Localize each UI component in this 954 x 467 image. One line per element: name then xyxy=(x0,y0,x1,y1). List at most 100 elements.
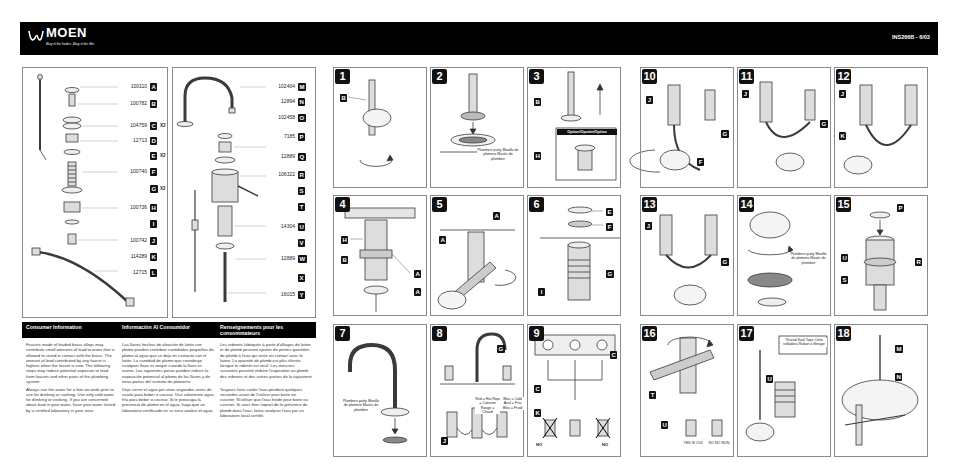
step-illustration xyxy=(842,335,918,445)
option-heading: Option/Opción/Option xyxy=(557,129,617,135)
part-number: 12889 xyxy=(269,256,295,262)
step-number: 12 xyxy=(836,69,851,84)
step-number: 1 xyxy=(335,69,350,84)
callout-letter: K xyxy=(534,409,541,417)
part-number: 16015 xyxy=(269,292,295,298)
result-mark: NO xyxy=(536,443,542,448)
part-number: 102458 xyxy=(269,115,295,121)
step-number: 15 xyxy=(836,197,851,212)
callout-letter: H xyxy=(150,204,157,212)
callout-letter: J xyxy=(742,90,749,98)
part-number: 12894 xyxy=(269,99,295,105)
step-number: 3 xyxy=(529,69,544,84)
section-heading: Renseignements pour les consommateurs xyxy=(220,324,314,336)
step-panel: 5AA xyxy=(430,195,524,316)
step-panel: 9CCKNONO xyxy=(527,324,621,457)
info-heading-bar xyxy=(22,322,316,338)
step-panel: 12JK xyxy=(834,67,928,188)
callout-letter: M xyxy=(298,83,306,91)
step-illustration xyxy=(345,208,415,312)
callout-letter: J xyxy=(150,237,157,245)
note-text: YES SI OUI xyxy=(681,441,705,445)
callout-letter: B xyxy=(340,94,347,102)
step-number: 6 xyxy=(529,197,544,212)
step-panel: 1B xyxy=(333,67,427,188)
quantity-mark: X2 xyxy=(160,123,166,128)
step-illustration xyxy=(440,334,515,438)
step-panel: 18MN xyxy=(834,324,928,457)
parts-exploded-view xyxy=(32,75,134,307)
parts-panel: 102404M12894N102458O7185P12889Q106322RST… xyxy=(172,67,316,318)
part-number: 102404 xyxy=(269,84,295,90)
part-number: 100740 xyxy=(121,169,147,175)
step-number: 17 xyxy=(739,326,754,341)
step-illustration xyxy=(650,337,722,436)
callout-letter: K xyxy=(150,253,157,261)
body-text: Las llaves hechas de aleación de latón c… xyxy=(122,342,214,384)
step-panel: 13JG xyxy=(640,195,734,316)
body-text: Faucets made of leaded brass alloys may … xyxy=(26,342,116,384)
callout-letter: G xyxy=(150,185,158,193)
callout-letter: H xyxy=(534,152,541,160)
part-number: 114289 xyxy=(121,254,147,260)
callout-letter: J xyxy=(645,222,652,230)
part-number: 12889 xyxy=(269,154,295,160)
step-illustration xyxy=(438,230,516,309)
body-text: Toujours faire couler l'eau pendant quel… xyxy=(220,387,312,419)
step-panel: 11JG xyxy=(737,67,831,188)
callout-letter: L xyxy=(150,269,157,277)
result-mark: NO xyxy=(602,443,608,448)
note-text: Thread Seal Tape Cinta selladora Ruban à… xyxy=(781,338,827,347)
step-illustration xyxy=(440,74,515,152)
document-code: INS266B - 6/03 xyxy=(892,34,930,40)
step-illustration xyxy=(746,336,827,441)
body-text: Les robinets fabriqués à partir d'alliag… xyxy=(220,342,312,384)
callout-letter: U xyxy=(841,254,848,262)
callout-letter: G xyxy=(606,270,614,278)
callout-letter: G xyxy=(721,258,729,266)
callout-letter: F xyxy=(606,223,613,231)
callout-letter: N xyxy=(895,373,902,381)
step-illustration xyxy=(760,82,815,171)
tagline: Buy it for looks. Buy it for life. xyxy=(46,42,95,46)
step-number: 7 xyxy=(335,326,350,341)
step-panel: 14Plumbers putty Masilla de plomero Mast… xyxy=(737,195,831,316)
step-panel: 10JGF xyxy=(640,67,734,188)
part-number: 100782 xyxy=(121,101,147,107)
step-panel: 17Thread Seal Tape Cinta selladora Ruban… xyxy=(737,324,831,457)
callout-letter: A xyxy=(150,83,157,91)
note-text: NO NO NON xyxy=(707,441,731,445)
step-illustration xyxy=(348,80,393,166)
callout-letter: M xyxy=(895,345,903,353)
callout-letter: B xyxy=(150,100,157,108)
step-panel: 8GJRed = Hot Rojo = Caliente Rouge = Cha… xyxy=(430,324,524,457)
step-illustration xyxy=(660,215,717,305)
callout-letter: N xyxy=(298,98,305,106)
logo-mark xyxy=(29,31,43,40)
callout-letter: E xyxy=(606,208,613,216)
callout-letter: Q xyxy=(298,153,306,161)
callout-letter: S xyxy=(298,187,305,195)
step-number: 2 xyxy=(432,69,447,84)
callout-letter: I xyxy=(150,220,157,228)
callout-letter: R xyxy=(298,171,305,179)
callout-letter: P xyxy=(298,133,305,141)
step-panel: 16TUYES SI OUINO NO NON xyxy=(640,324,734,457)
part-number: 106322 xyxy=(269,172,295,178)
step-illustration xyxy=(540,207,620,300)
callout-letter: J xyxy=(441,437,448,445)
callout-letter: X xyxy=(298,274,305,282)
part-number: 100742 xyxy=(121,238,147,244)
step-illustration xyxy=(556,72,616,180)
callout-letter: U xyxy=(766,375,773,383)
quantity-mark: X2 xyxy=(160,153,166,158)
callout-letter: B xyxy=(341,256,348,264)
step-illustration xyxy=(864,212,896,310)
step-panel: 7Plumbers putty Masilla de plomero Masti… xyxy=(333,324,427,457)
callout-letter: A xyxy=(493,212,500,220)
part-number: 7185 xyxy=(269,134,295,140)
step-illustration xyxy=(844,85,917,174)
callout-letter: H xyxy=(341,236,348,244)
callout-letter: W xyxy=(298,255,307,263)
step-number: 5 xyxy=(432,197,447,212)
